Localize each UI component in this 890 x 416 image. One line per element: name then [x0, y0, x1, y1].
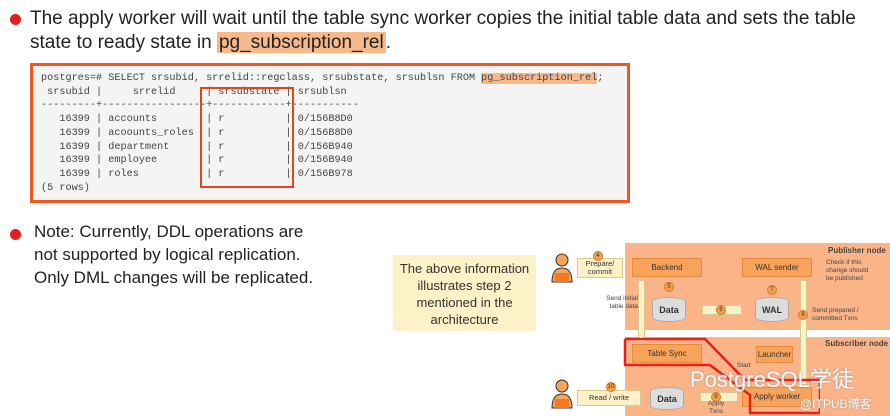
wal-cylinder: WAL [755, 297, 789, 322]
watermark-sub: @ITPUB博客 [800, 397, 872, 411]
result-row: 16399 | department | r | 0/156B940 [41, 141, 353, 153]
publisher-title: Publisher node [828, 246, 886, 255]
query-highlight: pg_subscription_rel [481, 73, 598, 84]
send-txns-arrow [800, 280, 807, 385]
start-label: Start [737, 362, 751, 369]
apply-txns-label: Apply Txns [707, 400, 725, 415]
query: postgres=# SELECT srsubid, srrelid::regc… [41, 73, 482, 84]
data-cylinder: Data [652, 297, 686, 322]
result-row: 16399 | accounts | r | 0/156B8D0 [41, 114, 353, 126]
note-line: Only DML changes will be replicated. [34, 268, 314, 287]
srsubstate-column-highlight [200, 87, 294, 188]
step-4: 4 [593, 251, 603, 261]
subscriber-title: Subscriber node [825, 339, 889, 348]
apply-worker-box: Apply worker [742, 387, 812, 407]
step-9: 9 [711, 392, 721, 402]
result-row: 16399 | acoounts_roles | r | 0/156B8D0 [41, 127, 353, 139]
note-box: The above information illustrates step 2… [393, 255, 536, 331]
result-row: 16399 | roles | r | 0/156B978 [41, 168, 353, 180]
subscriber-data-cylinder: Data [650, 387, 684, 410]
bullet-icon [10, 14, 21, 25]
query-end: ; [597, 73, 604, 84]
step-7: 7 [767, 285, 777, 295]
backend-box: Backend [632, 258, 702, 277]
bullet-1-end: . [385, 32, 391, 53]
watermark: PostgreSQL学徒 [690, 367, 854, 392]
bullet-1-body: The apply worker will wait until the tab… [30, 8, 856, 53]
person-icon [551, 379, 573, 409]
table-sync-box: Table Sync [632, 344, 702, 363]
send-prepared-label: Send prepared / committed Txns [812, 307, 859, 322]
result-header: srsubid | srrelid | srsubstate | srsubls… [41, 86, 347, 98]
bullet-2-text: Note: Currently, DDL operations are not … [34, 220, 313, 289]
launcher-box: Launcher [756, 346, 793, 363]
sql-output: postgres=# SELECT srsubid, srrelid::regc… [30, 63, 630, 203]
result-footer: (5 rows) [41, 182, 90, 194]
note-line: not supported by logical replication. [34, 245, 301, 264]
wal-sender-box: WAL sender [742, 258, 812, 277]
step-6: 6 [716, 305, 726, 315]
note-line: Note: Currently, DDL operations are [34, 222, 304, 241]
result-row: 16399 | employee | r | 0/156B940 [41, 155, 353, 167]
bullet-icon [10, 229, 21, 240]
result-separator: ---------+-----------------+------------… [41, 100, 359, 112]
person-icon [551, 253, 573, 283]
highlight-table-name: pg_subscription_rel [216, 32, 386, 53]
bullet-1-text: The apply worker will wait until the tab… [30, 7, 880, 55]
step-5: 5 [664, 282, 674, 292]
step2-highlight-outline [623, 337, 820, 415]
send-initial-label: Send initial table data [606, 295, 638, 310]
step-10: 10 [606, 382, 616, 392]
check-label: Check if this change should be published [826, 259, 869, 282]
step-8: 8 [798, 310, 808, 320]
prepare-commit-arrow: Prepare/ commit [577, 258, 623, 278]
initial-data-arrow [638, 280, 645, 342]
